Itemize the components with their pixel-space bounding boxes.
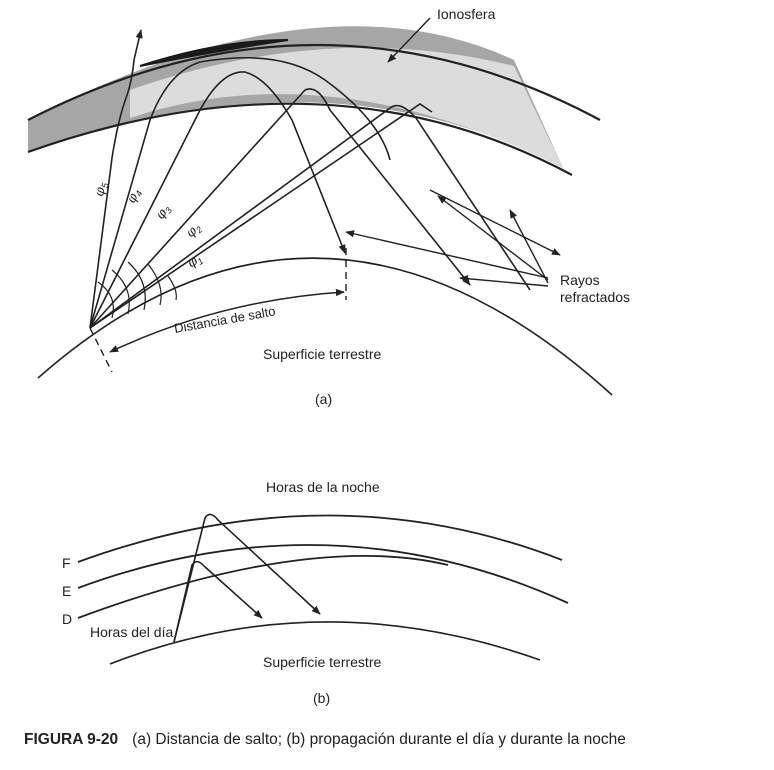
rays-pointer-2 (437, 195, 549, 281)
angle-label-phi2: φ2 (183, 220, 204, 241)
earth-surface-arc-b (109, 621, 541, 665)
earth-surface-arc (37, 257, 613, 396)
layer-f-label: F (62, 555, 71, 571)
figure-caption: FIGURA 9-20 (a) Distancia de salto; (b) p… (24, 731, 626, 749)
ray-phi2 (89, 104, 531, 329)
ionosphere-label: Ionosfera (437, 6, 496, 22)
layer-d-line (77, 555, 449, 619)
angle-label-phi3: φ3 (153, 202, 174, 223)
skip-distance-label: Distancia de salto (173, 303, 277, 336)
layer-e-label: E (62, 583, 71, 599)
refracted-rays-label-line1: Rayos (560, 272, 600, 288)
ray-phi5 (89, 56, 391, 329)
panel-a-label: (a) (315, 391, 332, 407)
ionosphere-inner-boundary (27, 102, 573, 176)
ray-phi3 (89, 88, 471, 329)
ray-phi4 (89, 71, 346, 329)
earth-surface-label-a: Superficie terrestre (263, 346, 381, 362)
ionosphere-pointer-arrow (387, 17, 431, 63)
angle-label-phi4: φ4 (124, 187, 144, 207)
angle-label-phi1: φ1 (185, 251, 206, 272)
skip-distance-arrow (109, 288, 345, 353)
layer-d-label: D (62, 611, 72, 627)
day-hours-label: Horas del día (90, 624, 173, 640)
rays-pointer-4 (459, 275, 549, 287)
panel-b: Horas de la noche F E D Horas del día Su… (62, 479, 569, 706)
angle-arc-1 (167, 275, 177, 301)
layer-f-line (77, 514, 563, 563)
rays-pointer-3 (509, 209, 549, 284)
night-ray (173, 513, 321, 643)
ionosphere-dark-strip (139, 39, 289, 67)
ray-phi1 (89, 103, 433, 329)
angle-label-phi5: φ5 (92, 180, 110, 198)
ionosphere-light-region (130, 47, 563, 168)
rays-pointer-5 (429, 189, 561, 256)
skip-distance-figure: φ5 φ4 φ3 φ2 φ1 Ionosfera Rayos refractad… (27, 6, 630, 706)
layer-e-line (77, 544, 569, 604)
figure-number: FIGURA 9-20 (24, 731, 119, 748)
panel-b-label: (b) (313, 690, 330, 706)
ionosphere-outer-boundary (27, 44, 601, 121)
ray-escape (89, 29, 143, 329)
transmitter-dashed-line (89, 327, 113, 373)
refracted-rays-label-line2: refractados (560, 289, 630, 305)
caption-text: (a) Distancia de salto; (b) propagación … (132, 731, 626, 748)
day-ray (173, 560, 263, 643)
earth-surface-label-b: Superficie terrestre (263, 654, 381, 670)
panel-a: φ5 φ4 φ3 φ2 φ1 Ionosfera Rayos refractad… (27, 6, 630, 407)
rays-pointer-1 (345, 230, 549, 279)
night-hours-label: Horas de la noche (266, 479, 380, 495)
